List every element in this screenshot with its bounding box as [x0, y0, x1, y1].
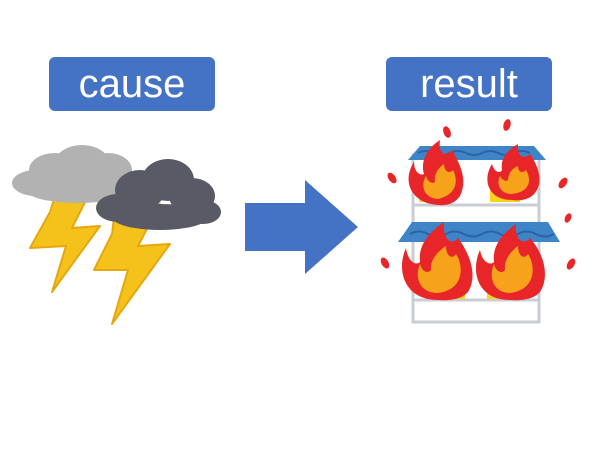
ember-icon — [380, 119, 576, 270]
flame-icon — [408, 140, 464, 206]
dark-cloud-icon — [96, 159, 221, 230]
flame-icon — [401, 222, 473, 301]
flame-icon — [475, 224, 545, 301]
cause-label: cause — [49, 57, 215, 111]
flame-icon — [487, 144, 540, 201]
result-label: result — [386, 57, 552, 111]
